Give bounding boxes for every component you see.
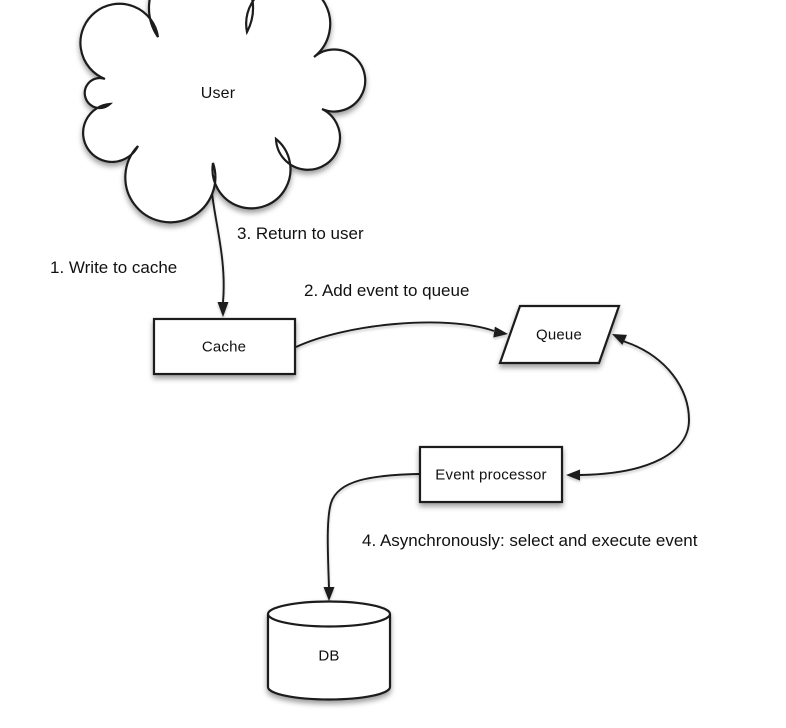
edge-cache-to-queue [295,321,495,348]
edges-layer [210,164,690,601]
arrowhead-into-cache [217,302,229,317]
arrowhead-into-db [323,587,335,601]
user-cloud-shape [79,0,367,224]
queue-parallelogram-shape [498,304,621,365]
edge-label-step4: 4. Asynchronously: select and execute ev… [362,531,698,550]
nodes-layer [79,0,621,701]
event-processor-box-shape [418,445,564,504]
event-processor-label: Event processor [435,466,547,484]
edge-label-step2: 2. Add event to queue [304,281,470,300]
db-cylinder-shape [266,600,392,701]
cache-label: Cache [201,338,247,356]
arrowhead-into-event-processor [566,469,580,481]
edge-label-step1: 1. Write to cache [50,258,178,277]
arrowhead-into-queue-right [612,334,627,345]
user-label: User [200,85,236,102]
edge-label-step3: 3. Return to user [237,224,364,243]
arrowhead-into-queue-left [493,326,508,338]
cache-box-shape [152,317,297,376]
edge-event-processor-to-db [326,473,420,589]
edge-queue-event-processor [579,340,690,476]
db-label: DB [318,647,340,665]
queue-label: Queue [535,326,583,344]
